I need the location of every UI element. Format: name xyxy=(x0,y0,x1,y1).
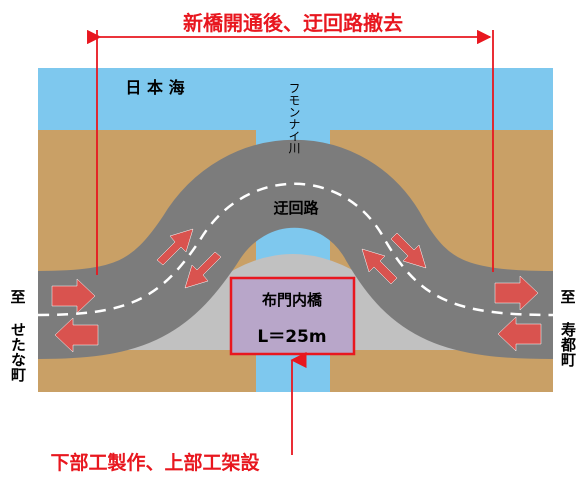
detour-label: 迂回路 xyxy=(273,199,319,217)
traffic-arrows xyxy=(51,228,542,353)
left-dest-town: せたな町 xyxy=(9,322,27,383)
right-dest-town: 寿都町 xyxy=(559,321,577,368)
flow-arrow-right-east xyxy=(494,275,539,311)
flow-arrow-left-east xyxy=(51,278,96,314)
flow-arrow-left-west xyxy=(54,317,99,353)
flow-arrow-upslope-right xyxy=(361,248,398,285)
flow-arrow-downslope-left xyxy=(184,251,222,289)
sea-label: 日 本 海 xyxy=(125,78,184,97)
bottom-caption: 下部工製作、上部工架設 xyxy=(50,451,260,474)
bridge-length: L＝25m xyxy=(257,327,326,347)
top-caption: 新橋開通後、迂回路撤去 xyxy=(183,11,403,35)
flow-arrow-downslope-right xyxy=(390,232,427,269)
right-dest-prefix: 至 xyxy=(560,288,575,306)
left-destination: 至 せたな町 xyxy=(9,288,27,383)
flow-arrow-right-west xyxy=(497,316,542,352)
road-centerline xyxy=(37,182,554,317)
right-destination: 至 寿都町 xyxy=(559,288,577,368)
bridge-name: 布門内橋 xyxy=(262,291,323,309)
flow-arrow-upslope-left xyxy=(156,228,194,266)
left-dest-prefix: 至 xyxy=(10,288,25,306)
river-label: フモンナイ川 xyxy=(287,82,301,154)
